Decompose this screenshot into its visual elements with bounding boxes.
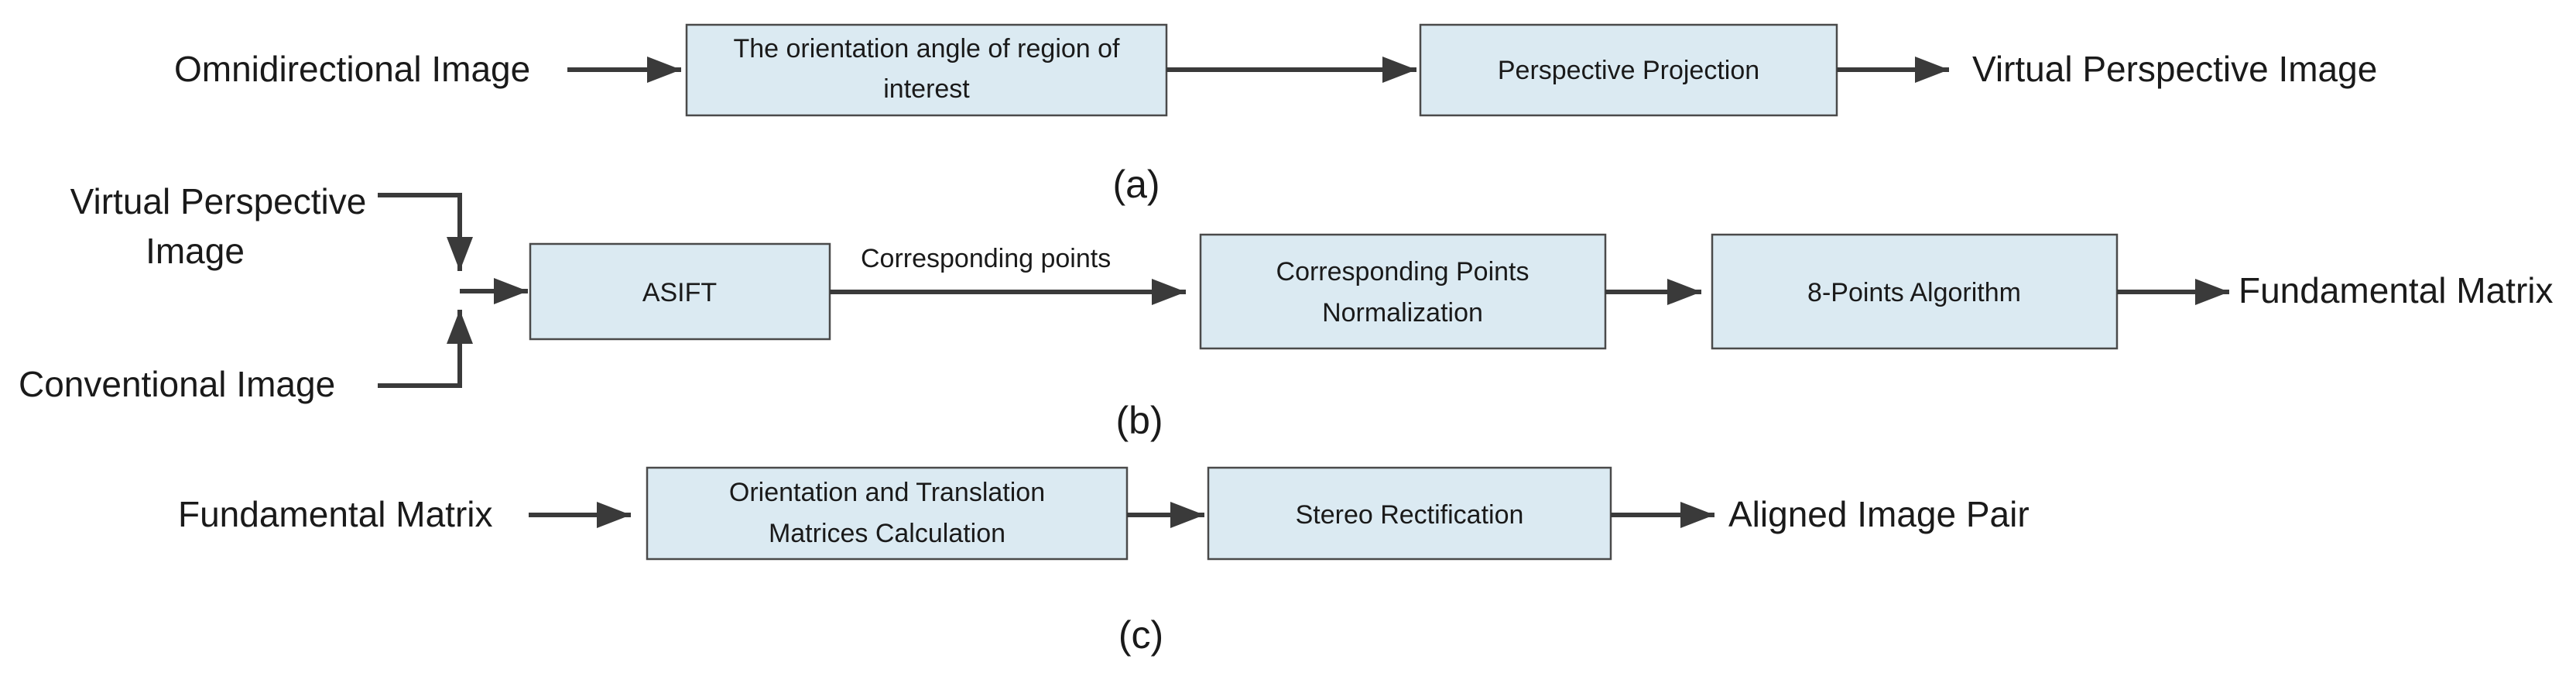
a-input-label: Omnidirectional Image (174, 49, 530, 89)
section-c: Fundamental Matrix Orientation and Trans… (178, 466, 2030, 657)
a-box-perspective-projection (1419, 23, 1838, 117)
b-output-label: Fundamental Matrix (2239, 270, 2554, 311)
c-output-label: Aligned Image Pair (1728, 494, 2030, 534)
section-b: Virtual Perspective Image Conventional I… (19, 181, 2554, 442)
b-input-label-2: Conventional Image (19, 364, 335, 404)
b-box-8-points (1711, 233, 2119, 350)
a-box-orientation-angle-line-1: The orientation angle of region of (733, 34, 1120, 63)
b-connector-bottom (378, 310, 473, 388)
b-input-label-1-line-1: Virtual Perspective (70, 181, 367, 221)
c-box-orientation-translation-line-2: Matrices Calculation (769, 519, 1005, 548)
a-box-orientation-angle (685, 23, 1168, 117)
b-box-normalization-line-1: Corresponding Points (1276, 257, 1530, 287)
a-caption: (a) (1112, 163, 1160, 206)
b-box-asift (529, 242, 831, 341)
b-box-asift-label: ASIFT (642, 278, 717, 307)
b-caption: (b) (1115, 399, 1163, 442)
b-connector-top (378, 193, 473, 271)
section-a: Omnidirectional Image The orientation an… (174, 23, 2377, 206)
c-box-orientation-translation-line-1: Orientation and Translation (729, 478, 1045, 507)
b-input-label-1-line-2: Image (146, 231, 245, 271)
a-box-perspective-projection-label: Perspective Projection (1498, 56, 1759, 85)
c-caption: (c) (1118, 613, 1163, 657)
c-box-stereo-rectification (1207, 466, 1612, 561)
c-input-label: Fundamental Matrix (178, 494, 493, 534)
b-box-8-points-label: 8-Points Algorithm (1807, 278, 2021, 307)
b-edge-label-corresponding-points: Corresponding points (861, 244, 1111, 273)
c-box-stereo-rectification-label: Stereo Rectification (1296, 500, 1524, 530)
a-output-label: Virtual Perspective Image (1972, 49, 2377, 89)
a-box-orientation-angle-line-2: interest (883, 74, 970, 104)
b-box-normalization (1199, 233, 1607, 350)
b-box-normalization-line-2: Normalization (1322, 298, 1483, 328)
